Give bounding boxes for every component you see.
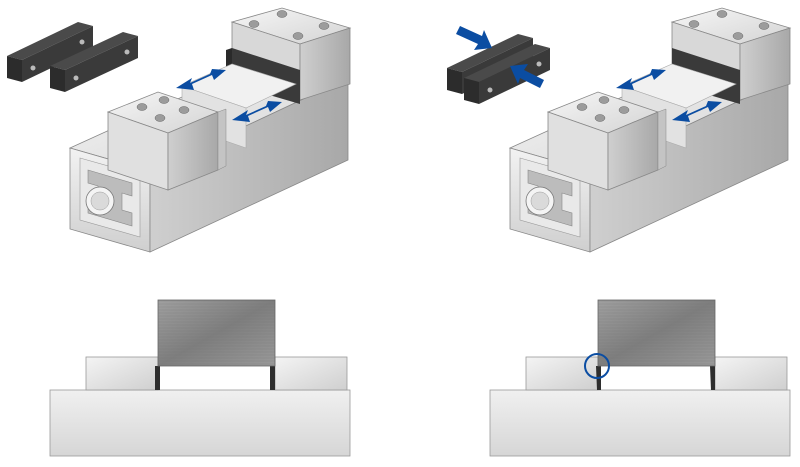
right-jaw-plate-section [270, 366, 275, 390]
vise-base-section-2 [489, 389, 791, 457]
panel-section-parallel [49, 299, 351, 457]
right-jaw-section [274, 356, 348, 391]
workpiece-texture-2 [598, 300, 715, 366]
left-jaw-plate-section [155, 366, 160, 390]
vise-base-section [49, 389, 351, 457]
workpiece-texture [158, 300, 275, 366]
double-arrow-icon [176, 69, 282, 122]
pressed-jaw-plates [447, 34, 550, 104]
left-jaw-section [85, 356, 159, 391]
movable-jaw [106, 91, 227, 191]
loose-jaw-plate-2 [50, 32, 138, 92]
panel-section-tilted [489, 299, 791, 457]
right-jaw-section-2 [714, 356, 788, 391]
press-arrow-icon [456, 26, 544, 88]
panel-vise-clamped [447, 7, 792, 253]
panel-vise-open [7, 7, 352, 253]
highlight-circle-icon [584, 353, 610, 379]
loose-jaw-plate-1 [7, 22, 93, 82]
left-jaw-section-2 [525, 356, 599, 391]
movable-jaw-2 [546, 91, 667, 191]
double-arrow-icon-2 [616, 69, 722, 122]
right-jaw-plate-section-2 [710, 366, 715, 390]
